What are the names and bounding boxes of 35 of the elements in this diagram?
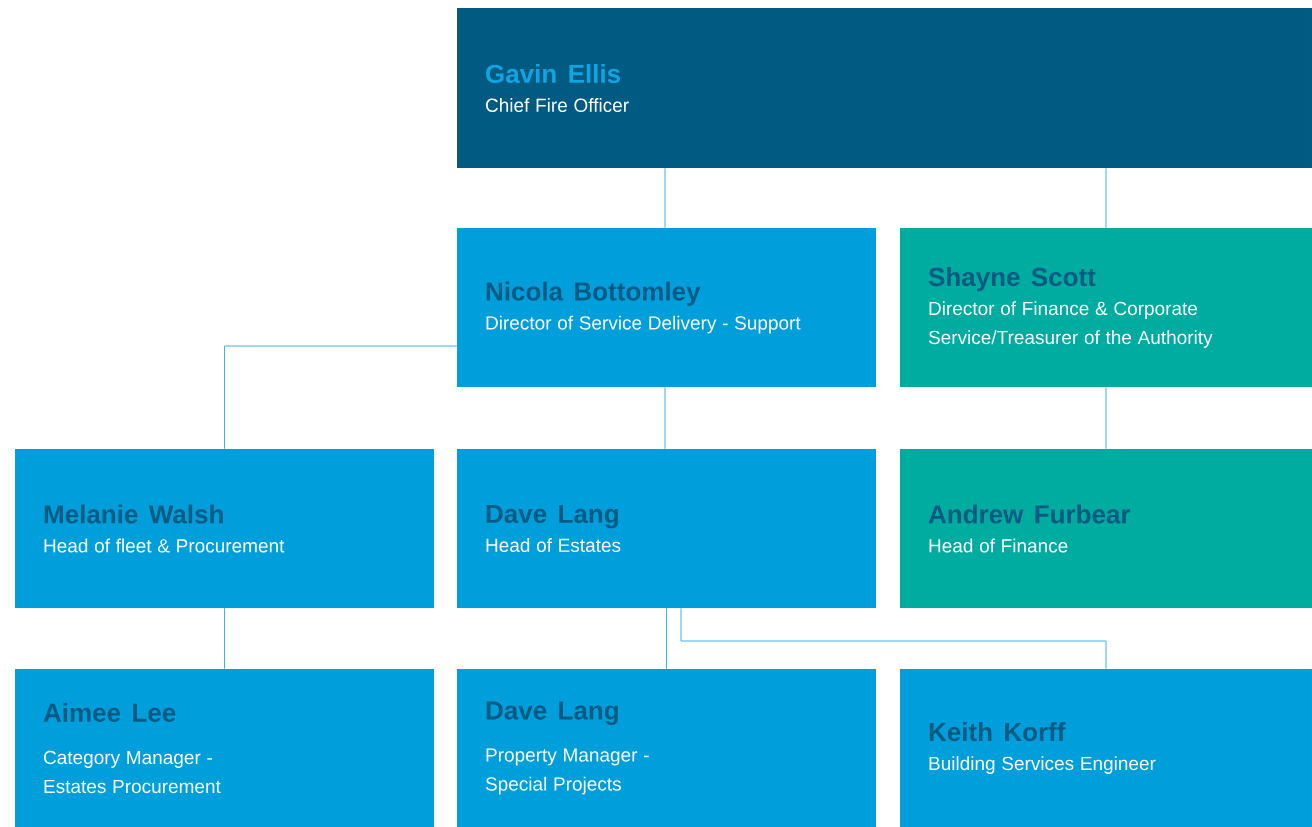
person-name: Gavin Ellis (486, 64, 621, 84)
job-title: Director of Finance & Corporate Service/Treasurer of the Authority (928, 301, 1213, 348)
person-name: Nicola Bottomley (486, 281, 701, 306)
org-chart-box (457, 669, 876, 827)
job-title: Director of Service Delivery - Support (486, 315, 801, 334)
person-name: Dave Lang (486, 701, 618, 725)
connector-line (666, 607, 667, 670)
person-name: Andrew Furbear (928, 504, 1131, 524)
connector-line (680, 607, 1107, 670)
person-name: Melanie Walsh (44, 504, 223, 524)
job-title: Property Manager - Special Projects (485, 748, 649, 795)
connector-line (664, 167, 666, 229)
org-chart-box (457, 449, 876, 608)
connector-line (664, 386, 666, 450)
connector-line (1105, 386, 1107, 450)
job-title: Head of Finance (929, 538, 1068, 553)
job-title: Chief Fire Officer (485, 98, 629, 112)
org-chart-box (900, 228, 1312, 387)
org-chart-box (900, 449, 1312, 608)
org-chart-box (457, 228, 876, 387)
job-title: Head of fleet & Procurement (44, 538, 285, 553)
org-chart-box (900, 669, 1312, 827)
job-title: Category Manager - Estates Procurement (43, 750, 221, 794)
connector-line (1105, 167, 1107, 229)
person-name: Shayne Scott (928, 267, 1096, 292)
org-chart-box (15, 669, 434, 827)
org-chart-box (457, 8, 1312, 168)
job-title: Building Services Engineer (929, 756, 1156, 774)
org-chart-box (15, 449, 434, 608)
person-name: Keith Korff (929, 722, 1066, 742)
person-name: Dave Lang (486, 504, 618, 529)
connector-line (224, 607, 225, 670)
connector-line (224, 345, 458, 450)
person-name: Aimee Lee (43, 702, 176, 722)
job-title: Head of Estates (486, 538, 621, 553)
